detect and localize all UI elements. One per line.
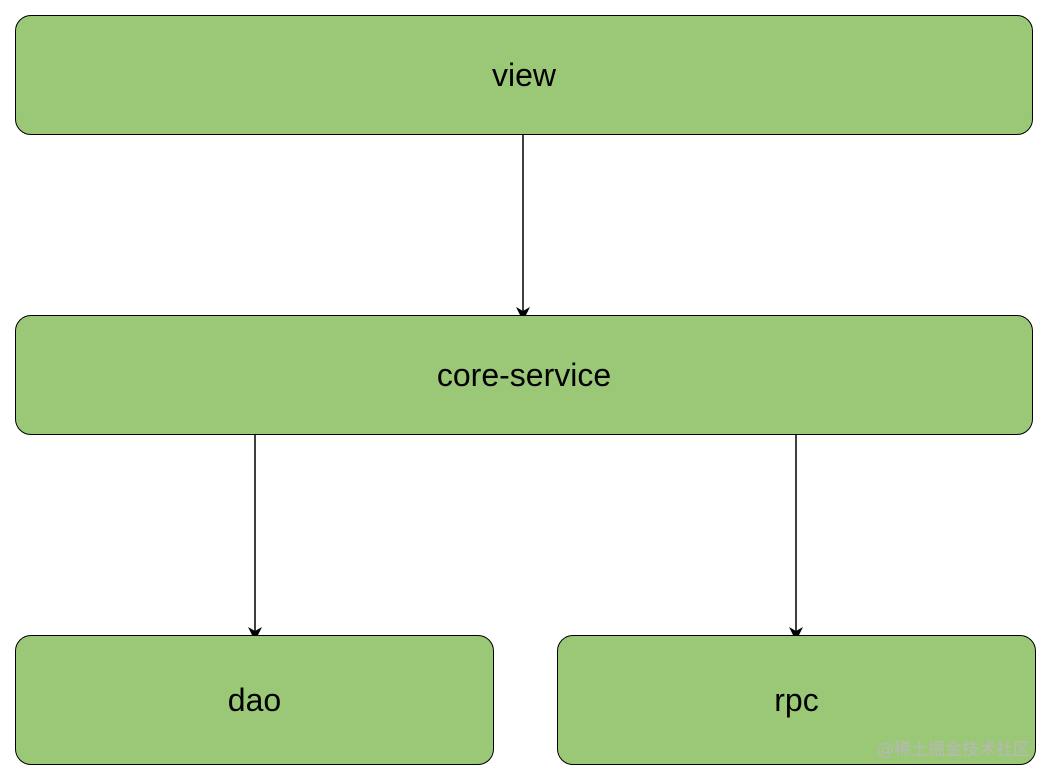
dao-node-label: dao	[227, 681, 282, 718]
watermark: @稀土掘金技术社区	[877, 740, 1030, 760]
rpc-node[interactable]: rpc	[557, 635, 1036, 765]
rpc-node-label: rpc	[774, 681, 819, 718]
dao-node[interactable]: dao	[15, 635, 494, 765]
core-service-node-label: core-service	[436, 356, 612, 393]
core-service-node[interactable]: core-service	[15, 315, 1033, 435]
view-node-label: view	[491, 56, 556, 93]
view-node[interactable]: view	[15, 15, 1033, 135]
